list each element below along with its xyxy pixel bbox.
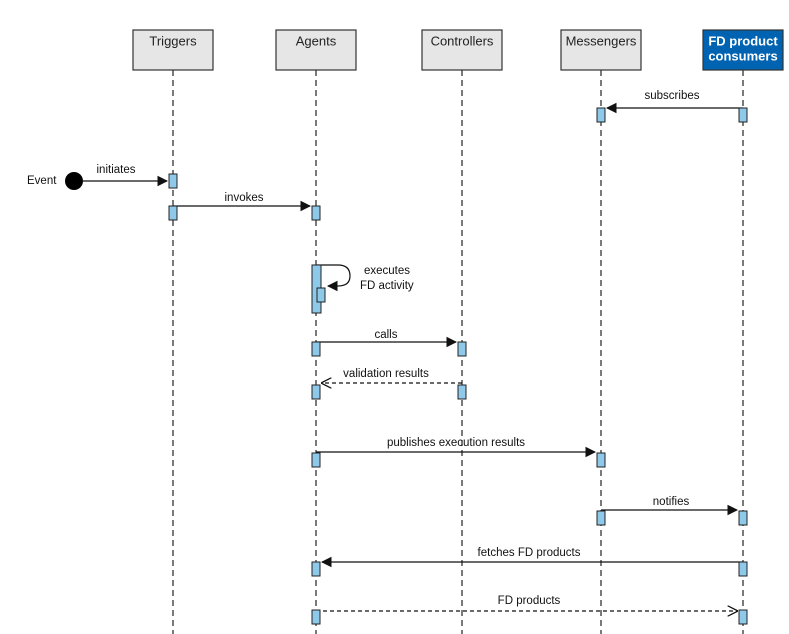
participant-label-line2: consumers: [708, 48, 777, 63]
participant-triggers[interactable]: Triggers: [132, 29, 214, 71]
message-label: fetches FD products: [478, 547, 581, 559]
message-label: notifies: [653, 496, 690, 508]
activation-box: [311, 205, 321, 221]
participant-label: Triggers: [149, 33, 197, 48]
message-label: subscribes: [645, 90, 700, 102]
activation-box: [311, 384, 321, 400]
message-calls[interactable]: calls: [316, 329, 458, 348]
start-event-label: Event: [27, 175, 57, 187]
activation-box: [596, 452, 606, 468]
self-message-arrow: [316, 264, 351, 292]
participant-agents[interactable]: Agents: [275, 29, 357, 71]
message-label: invokes: [225, 192, 264, 204]
participant-box: [421, 29, 503, 71]
activation-box: [457, 384, 467, 400]
activation-box: [311, 609, 321, 625]
participant-consumers[interactable]: FD product consumers: [702, 29, 784, 71]
activation-box: [738, 107, 748, 123]
message-label: FD products: [498, 595, 561, 607]
activation-box: [168, 205, 178, 221]
message-publishes-execution-results[interactable]: publishes execution results: [316, 437, 597, 458]
message-subscribes[interactable]: subscribes: [605, 90, 743, 114]
message-initiates[interactable]: initiates: [83, 164, 169, 187]
activation-box: [457, 341, 467, 357]
activation-box-nested: [316, 287, 326, 303]
start-event-node[interactable]: [65, 172, 83, 190]
participant-box: [132, 29, 214, 71]
participant-box: [702, 29, 784, 71]
participant-box: [560, 29, 642, 71]
participant-label-line1: FD product: [708, 33, 778, 48]
message-fd-products[interactable]: FD products: [316, 595, 737, 611]
participant-messengers[interactable]: Messengers: [560, 29, 642, 71]
activation-box: [168, 173, 178, 189]
activation-box: [738, 609, 748, 625]
activation-box: [311, 561, 321, 577]
message-label-line1: executes: [364, 265, 410, 277]
activation-box: [311, 341, 321, 357]
participant-label: Controllers: [431, 33, 494, 48]
participant-label: Agents: [296, 33, 337, 48]
message-label: calls: [374, 329, 397, 341]
activation-box: [738, 510, 748, 526]
message-executes-fd-activity[interactable]: executes FD activity: [316, 264, 414, 292]
message-fetches-fd-products[interactable]: fetches FD products: [320, 547, 743, 568]
participant-label: Messengers: [566, 33, 637, 48]
activation-box: [596, 107, 606, 123]
activation-box: [738, 561, 748, 577]
message-label: validation results: [343, 368, 429, 380]
activation-box: [311, 452, 321, 468]
message-label-line2: FD activity: [360, 280, 414, 292]
message-validation-results[interactable]: validation results: [322, 368, 462, 383]
participant-controllers[interactable]: Controllers: [421, 29, 503, 71]
activation-box: [596, 510, 606, 526]
message-invokes[interactable]: invokes: [173, 192, 312, 212]
message-label: publishes execution results: [387, 437, 525, 449]
message-notifies[interactable]: notifies: [601, 496, 739, 516]
message-label: initiates: [97, 164, 136, 176]
participant-box: [275, 29, 357, 71]
